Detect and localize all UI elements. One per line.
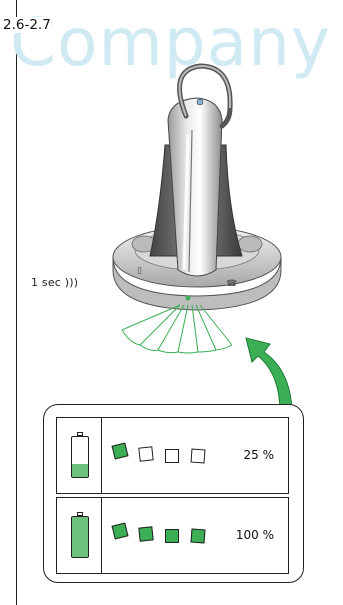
headset-base-illustration: ▯ ☎ [112, 63, 282, 354]
svg-text:▯: ▯ [137, 266, 142, 276]
battery-icon-low [71, 432, 89, 478]
svg-text:☎: ☎ [226, 279, 237, 289]
section-label: 2.6-2.7 [2, 17, 52, 33]
base-rim [112, 256, 282, 311]
battery-row-100: 100 % [56, 497, 289, 574]
battery-row-25: 25 % [56, 417, 289, 494]
level-square [190, 448, 206, 464]
level-squares [111, 442, 233, 474]
battery-fill [72, 517, 88, 557]
level-square [138, 446, 154, 462]
level-square [138, 526, 154, 542]
level-square [111, 522, 129, 540]
level-square [190, 528, 206, 544]
green-arrow-icon [245, 337, 293, 413]
battery-status-panel: 25 % 100 % [43, 404, 304, 583]
level-square [165, 449, 179, 463]
base-button-right [237, 235, 263, 253]
page-frame-line [16, 0, 17, 605]
level-squares [111, 522, 233, 554]
headset-button [196, 98, 204, 106]
headset-body [167, 97, 223, 277]
row-divider [101, 418, 103, 493]
battery-icon-full [71, 512, 89, 558]
base-indicator-light [185, 295, 191, 301]
level-percent-label: 25 % [243, 448, 275, 462]
level-percent-label: 100 % [235, 528, 274, 542]
battery-fill [72, 463, 88, 477]
timer-label: 1 sec ))) [31, 276, 79, 289]
level-square [165, 529, 179, 543]
signal-lines [121, 304, 233, 354]
level-square [111, 442, 129, 460]
row-divider [101, 498, 103, 573]
